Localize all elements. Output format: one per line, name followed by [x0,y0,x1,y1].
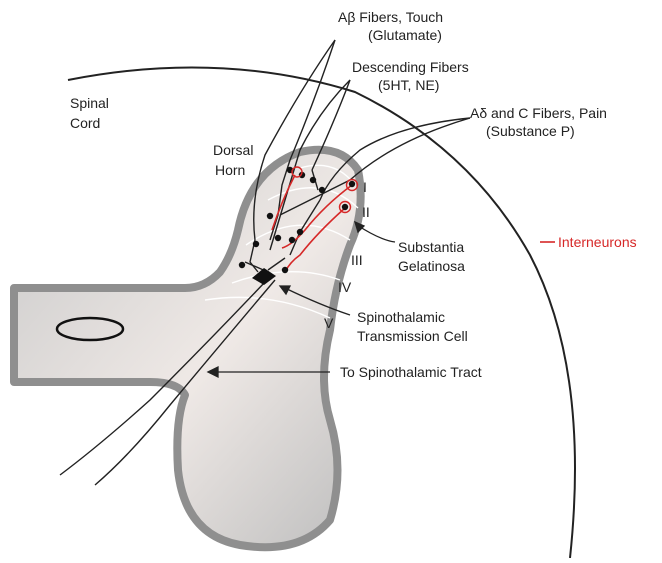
label-ad-c-fibers-2: (Substance P) [486,123,575,139]
label-descending-2: (5HT, NE) [378,77,439,93]
label-ab-fibers-1: Aβ Fibers, Touch [338,9,443,25]
label-substantia-1: Substantia [398,239,464,255]
label-spinothalamic-cell-1: Spinothalamic [357,309,445,325]
label-spinothalamic-cell-2: Transmission Cell [357,328,468,344]
label-ab-fibers-2: (Glutamate) [368,27,442,43]
lamina-label-1: I [363,179,367,195]
lamina-label-3: III [351,252,363,268]
label-descending-1: Descending Fibers [352,59,469,75]
lamina-label-5: V [324,315,334,331]
label-spinal-cord-2: Cord [70,115,100,131]
legend-interneurons: Interneurons [558,234,637,250]
label-ad-c-fibers-1: Aδ and C Fibers, Pain [470,105,607,121]
label-spinal-cord-1: Spinal [70,95,109,111]
label-substantia-2: Gelatinosa [398,258,465,274]
lamina-label-4: IV [338,279,352,295]
label-dorsal-horn-2: Horn [215,162,245,178]
gray-matter [14,150,361,547]
lamina-label-2: II [362,204,370,220]
label-tract: To Spinothalamic Tract [340,364,482,380]
label-dorsal-horn-1: Dorsal [213,142,253,158]
